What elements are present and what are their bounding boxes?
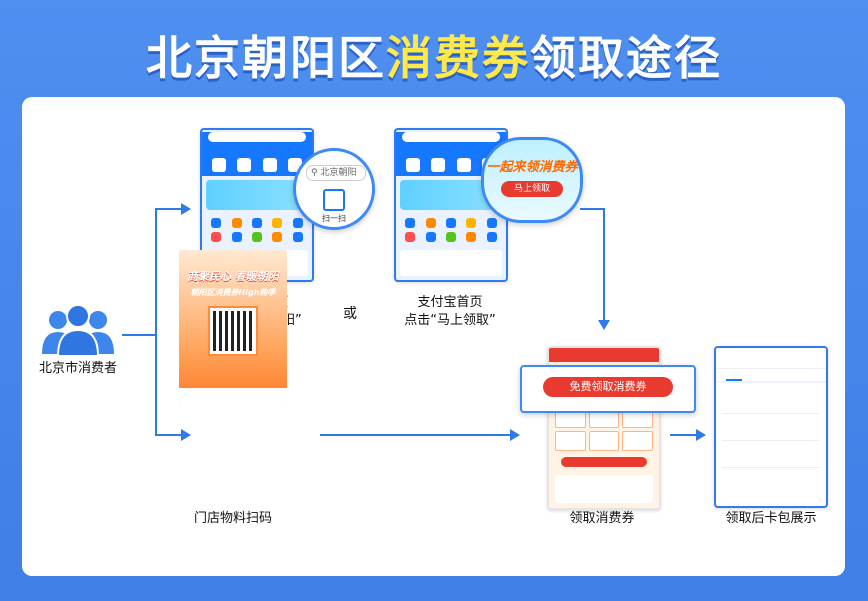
coupon-mini-button [561,457,647,467]
zoom-scan-text: 扫一扫 [322,214,346,223]
coupon-grid [549,362,659,455]
search-zoom-callout: ⚲ 北京朝阳 扫一扫 [293,148,375,230]
etc-card-2 [400,250,502,276]
page-title: 北京朝阳区消费券领取途径 [146,31,722,85]
free-receive-button: 免费领取消费券 [543,377,673,397]
arrow-head-wallet [696,429,706,441]
coupon-list-card [555,475,653,503]
step-click-label: 支付宝首页 点击“马上领取” [390,294,510,330]
poster-title-1: 商聚民心 春暖朝阳 [187,270,279,283]
step-click-line2: 点击“马上领取” [404,313,496,328]
zoom-search-text: 北京朝阳 [320,168,357,178]
poster-footer [179,388,287,402]
receive-button-callout: 免费领取消费券 [520,365,696,413]
scan-icon [323,189,345,211]
branch-line-horizontal [122,334,156,336]
arrow-head-down [598,320,610,330]
wallet-header [716,348,826,369]
step-wallet-label: 领取后卡包展示 [725,511,817,526]
arrow-line-poster [320,434,510,436]
qr-code [208,306,258,356]
people-group-icon [38,304,118,357]
wallet-screenshot [714,346,828,508]
arrow-head-top [181,203,191,215]
arrow-line-down [603,208,605,320]
search-bar-mini [208,132,306,142]
step-click-line1: 支付宝首页 [417,295,483,310]
consumer-label: 北京市消费者 [38,361,117,376]
wallet-tabs [716,369,826,383]
arrow-head-poster [510,429,520,441]
button-zoom-callout: 一起来领消费券 马上领取 [481,137,583,223]
wallet-coupon-item [722,418,820,441]
arrow-head-bottom [181,429,191,441]
or-text: 或 [343,306,357,322]
wallet-coupon-item [722,445,820,468]
arrow-line-right [580,208,604,210]
wallet-coupon-item [722,472,820,494]
zoom-get-button: 马上领取 [501,181,563,197]
step-store-label: 门店物料扫码 [193,511,272,526]
poster-title-2: 朝阳区消费券High购季 [190,288,276,297]
search-bar-mini-2 [402,132,500,142]
app-grid [202,214,312,246]
zoom-banner-text: 一起来领消费券 [486,160,578,175]
branch-line-bottom [155,434,181,436]
store-poster: 商聚民心 春暖朝阳 朝阳区消费券High购季 [179,250,287,402]
promo-banner [206,180,308,210]
coupon-header-bar [549,348,659,362]
app-grid-2 [396,214,506,246]
search-icon: ⚲ [311,168,318,178]
arrow-line-wallet [670,434,696,436]
wallet-coupon-item [722,391,820,414]
branch-line-top [155,208,181,210]
branch-line-vertical [155,208,157,435]
step-receive-label: 领取消费券 [569,511,635,526]
